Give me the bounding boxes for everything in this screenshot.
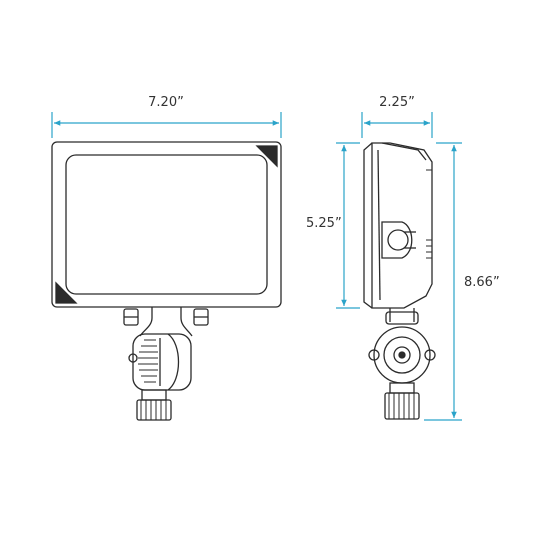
front-nipple-thread bbox=[136, 399, 172, 421]
label-side-head-height: 5.25” bbox=[306, 216, 342, 231]
side-housing bbox=[371, 142, 433, 309]
side-view bbox=[363, 142, 436, 420]
side-nipple-collar bbox=[389, 382, 415, 394]
side-nipple-thread bbox=[384, 392, 420, 420]
side-bracket bbox=[389, 308, 415, 322]
label-side-depth: 2.25” bbox=[379, 95, 415, 110]
front-housing bbox=[51, 141, 282, 308]
front-knuckle bbox=[132, 333, 192, 391]
dimension-lines bbox=[51, 112, 462, 421]
side-pivot-boss bbox=[381, 221, 413, 259]
label-front-width: 7.20” bbox=[148, 95, 184, 110]
front-view bbox=[51, 141, 282, 421]
front-lens bbox=[65, 154, 268, 295]
label-side-total-height: 8.66” bbox=[464, 275, 500, 290]
front-bracket bbox=[139, 307, 193, 337]
corner-top-right bbox=[255, 145, 278, 168]
front-nipple-collar bbox=[141, 389, 167, 401]
corner-bottom-left bbox=[55, 281, 78, 304]
